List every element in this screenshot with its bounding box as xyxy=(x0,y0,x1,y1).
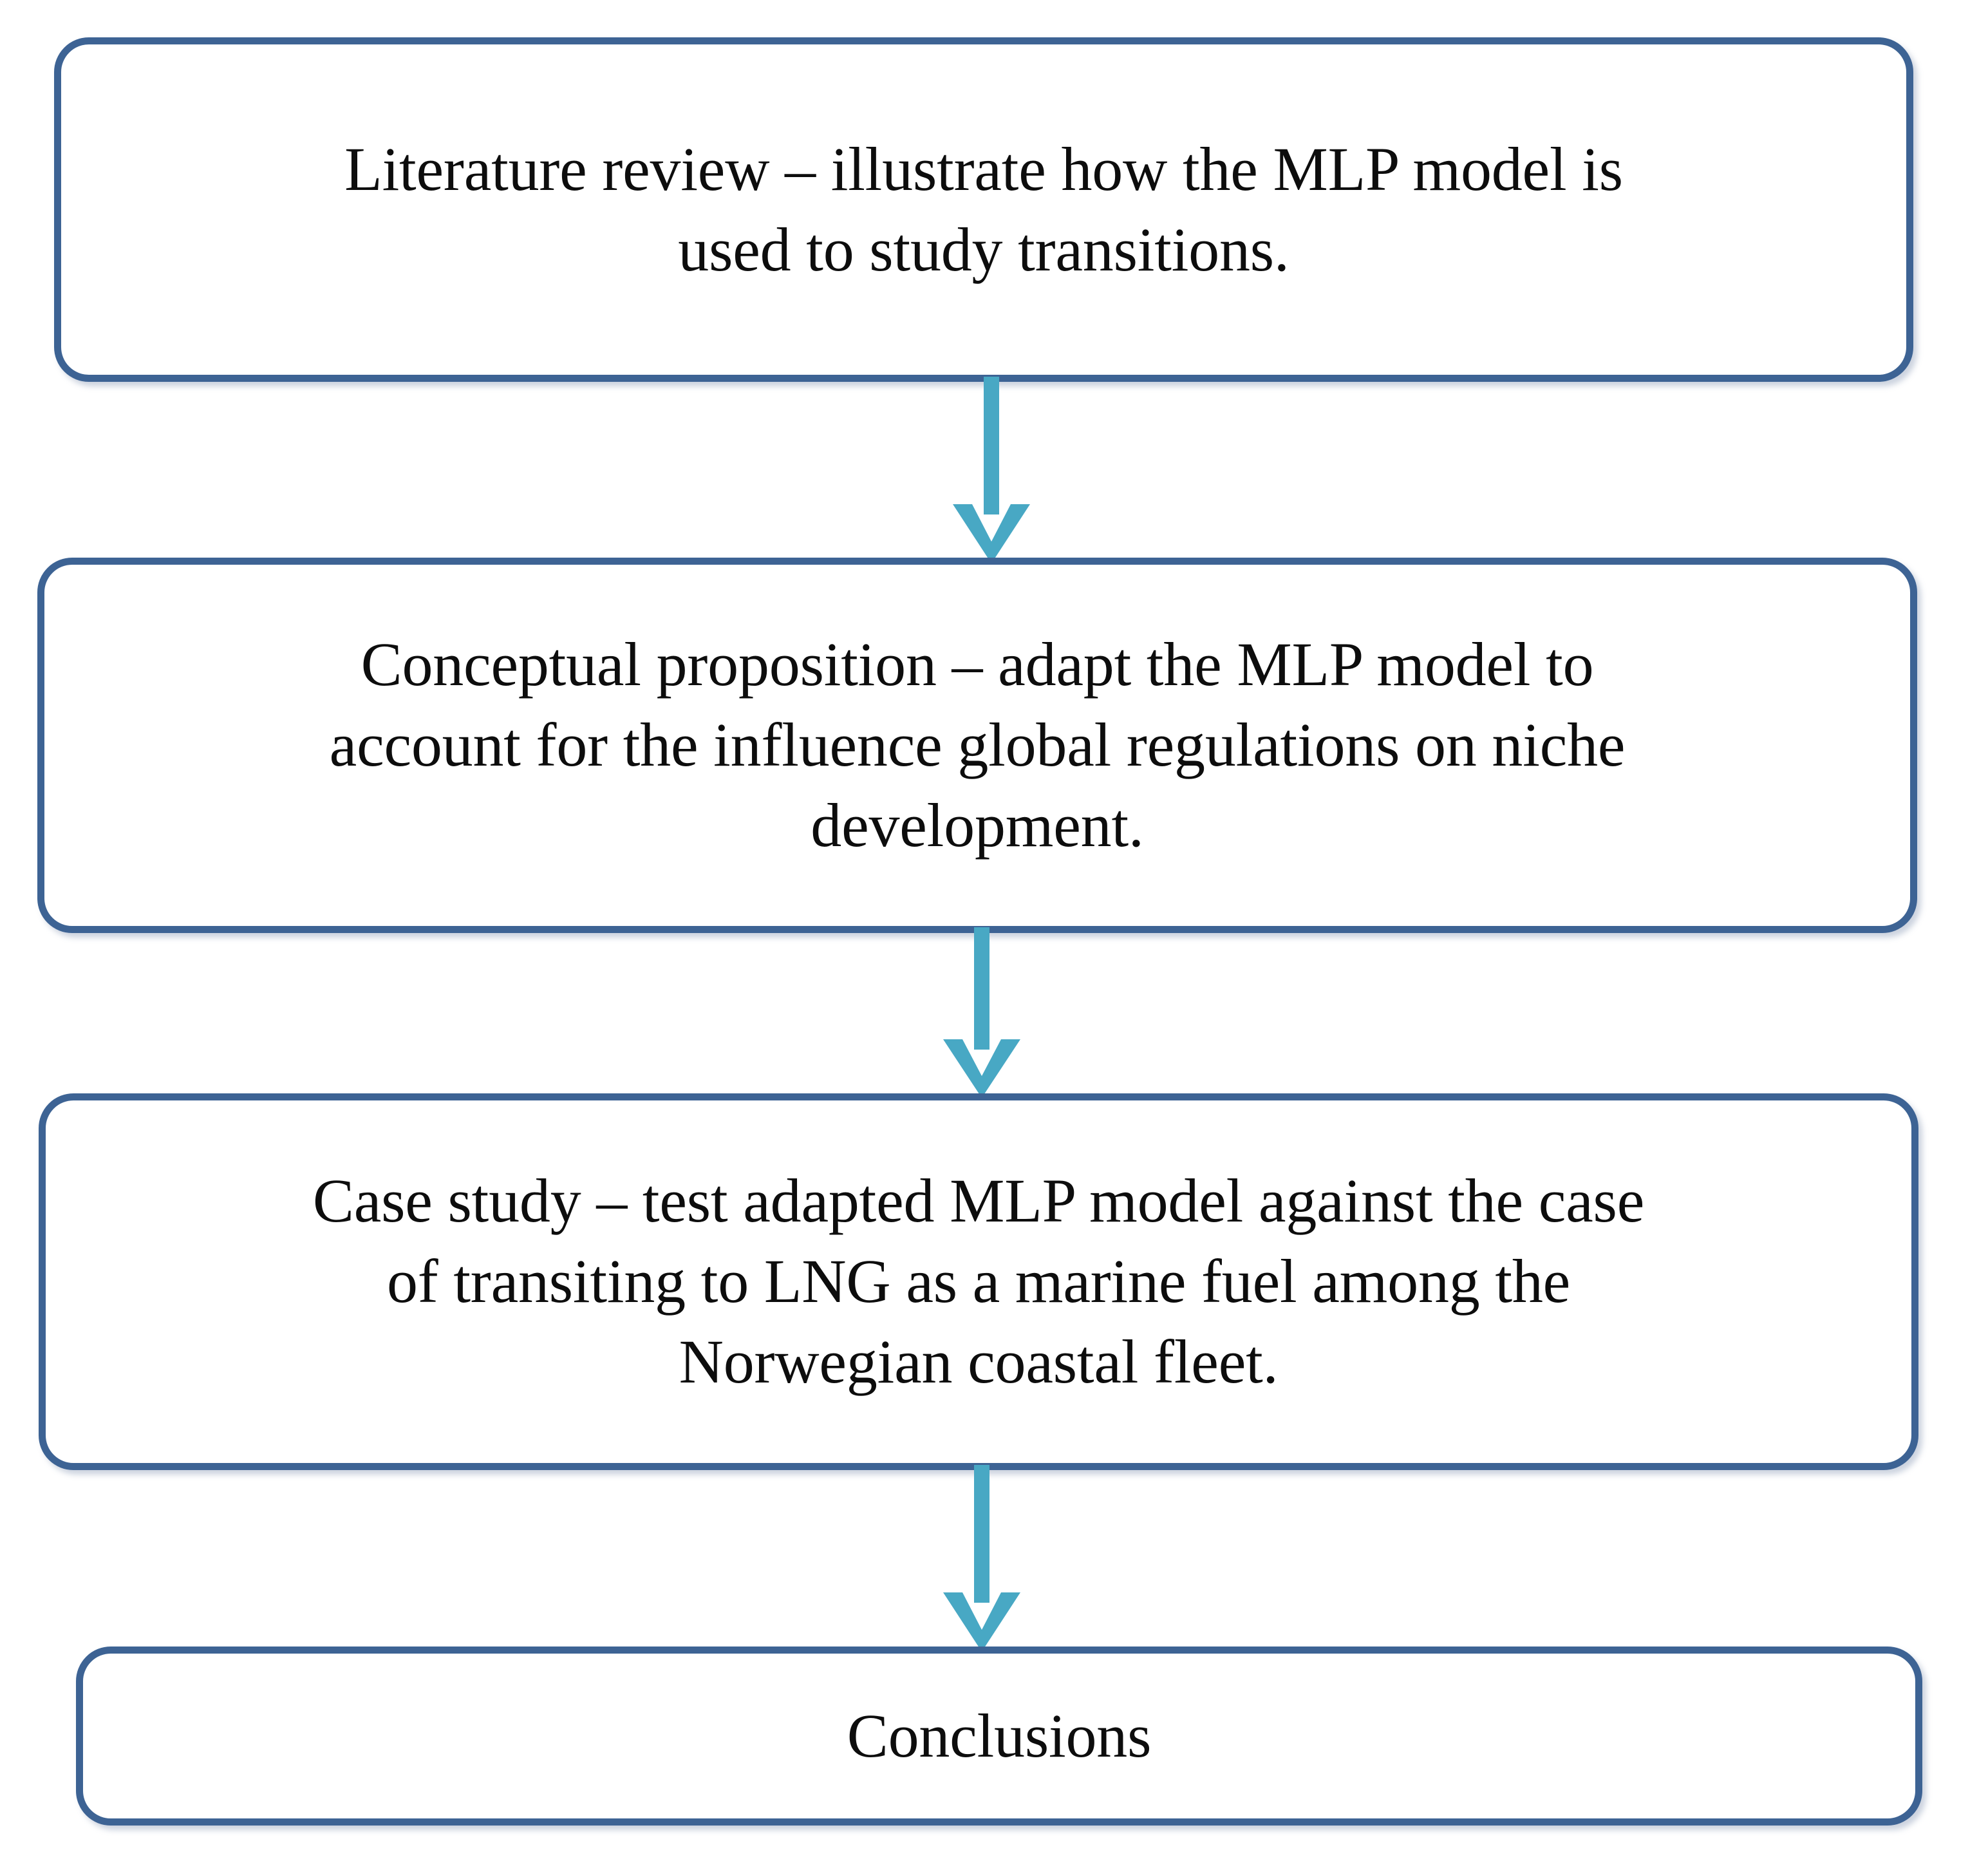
flow-node-case-study[interactable]: Case study – test adapted MLP model agai… xyxy=(39,1093,1918,1470)
arrow-case-to-conclusions xyxy=(0,1465,1988,1652)
flow-node-literature-review-label: Literature review – illustrate how the M… xyxy=(344,134,1623,284)
flow-node-conclusions-label: Conclusions xyxy=(847,1701,1152,1770)
arrow-down-icon xyxy=(953,377,1030,563)
flow-node-conceptual-proposition-label: Conceptual proposition – adapt the MLP m… xyxy=(329,630,1626,860)
arrow-literature-to-conceptual xyxy=(0,377,1988,563)
arrow-conceptual-to-case xyxy=(0,927,1988,1098)
flow-node-literature-review[interactable]: Literature review – illustrate how the M… xyxy=(54,37,1913,382)
flow-node-conclusions[interactable]: Conclusions xyxy=(76,1647,1922,1826)
flow-node-case-study-label: Case study – test adapted MLP model agai… xyxy=(312,1166,1645,1396)
arrow-down-icon xyxy=(943,1465,1020,1652)
flow-node-conceptual-proposition[interactable]: Conceptual proposition – adapt the MLP m… xyxy=(37,558,1917,933)
arrow-down-icon xyxy=(943,927,1020,1098)
